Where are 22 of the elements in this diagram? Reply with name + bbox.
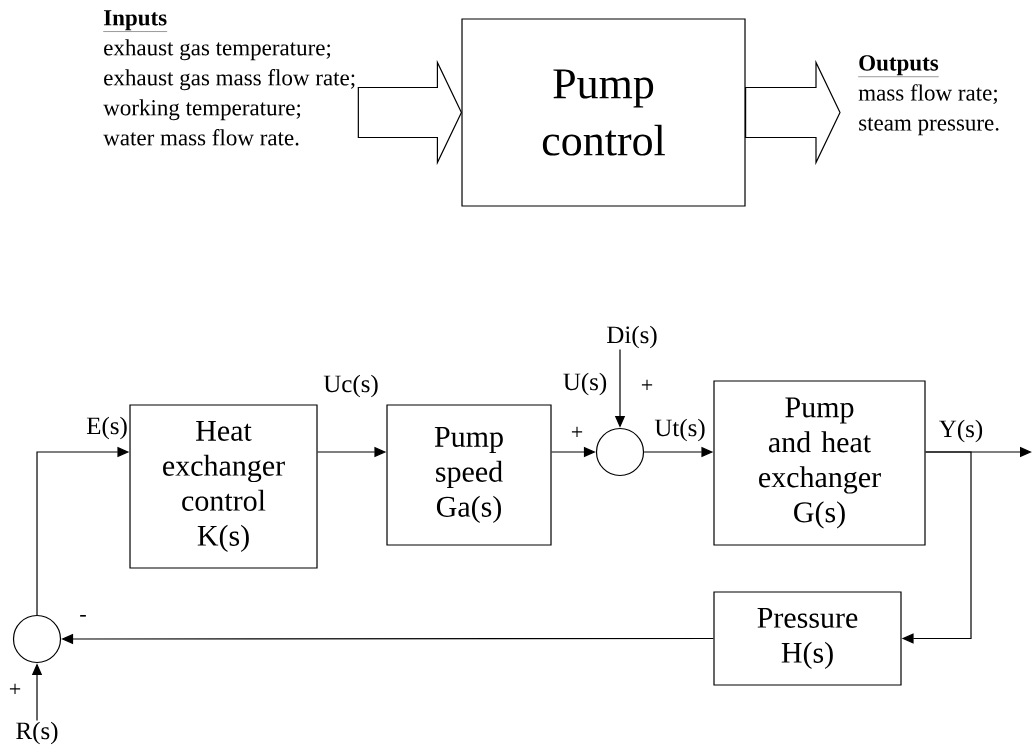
block-box: Pump control bbox=[461, 18, 746, 207]
edge-label: Uc(s) bbox=[322, 373, 380, 399]
edge-label: Ut(s) bbox=[653, 417, 707, 443]
sign-label: + bbox=[641, 379, 653, 391]
block-box: Heat exchanger control K(s) bbox=[129, 404, 318, 569]
edge-label: Y(s) bbox=[937, 418, 985, 444]
summing-junction bbox=[595, 427, 645, 477]
block-box: Pump and heat exchanger G(s) bbox=[713, 380, 926, 546]
block-arrow bbox=[357, 59, 463, 166]
summing-junction bbox=[12, 614, 62, 664]
block-arrow bbox=[745, 59, 841, 166]
block-box: Pump speed Ga(s) bbox=[386, 404, 552, 546]
edge-label: E(s) bbox=[85, 415, 129, 441]
signal-label: U(s) bbox=[563, 372, 607, 396]
signal-label: Di(s) bbox=[607, 325, 657, 349]
signal-label: R(s) bbox=[16, 721, 58, 745]
block-box: Pressure H(s) bbox=[713, 591, 902, 686]
sign-label: + bbox=[9, 683, 21, 695]
text-block: Inputs exhaust gas temperature; exhaust gas mass flow rate; working temperature; water mass flow rate. bbox=[103, 10, 355, 146]
text-block: Outputs mass flow rate; steam pressure. bbox=[858, 55, 999, 136]
sign-label: - bbox=[80, 615, 86, 617]
sign-label: + bbox=[571, 426, 583, 438]
